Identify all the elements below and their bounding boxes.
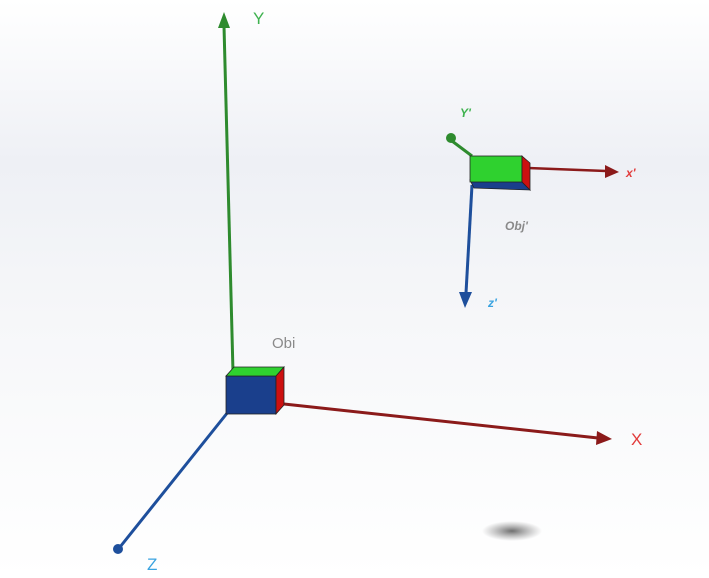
world-x-label: X — [631, 430, 642, 449]
local-y-label: Y' — [460, 106, 472, 120]
world-z-axis[interactable] — [113, 411, 230, 554]
local-z-axis[interactable] — [459, 184, 474, 308]
local-y-axis[interactable] — [446, 133, 473, 158]
local-object-label: Obj' — [505, 219, 529, 233]
world-y-label: Y — [253, 9, 264, 28]
world-object-box[interactable] — [225, 365, 285, 416]
local-x-axis[interactable] — [527, 165, 619, 178]
local-object-box[interactable] — [469, 155, 532, 191]
world-x-axis[interactable] — [283, 402, 612, 445]
local-z-label: z' — [487, 296, 498, 310]
world-y-axis[interactable] — [218, 12, 235, 373]
local-x-label: x' — [625, 166, 637, 180]
world-z-label: Z — [147, 555, 157, 574]
world-object-label: Obi — [272, 335, 295, 352]
floor-shadow — [482, 521, 542, 541]
